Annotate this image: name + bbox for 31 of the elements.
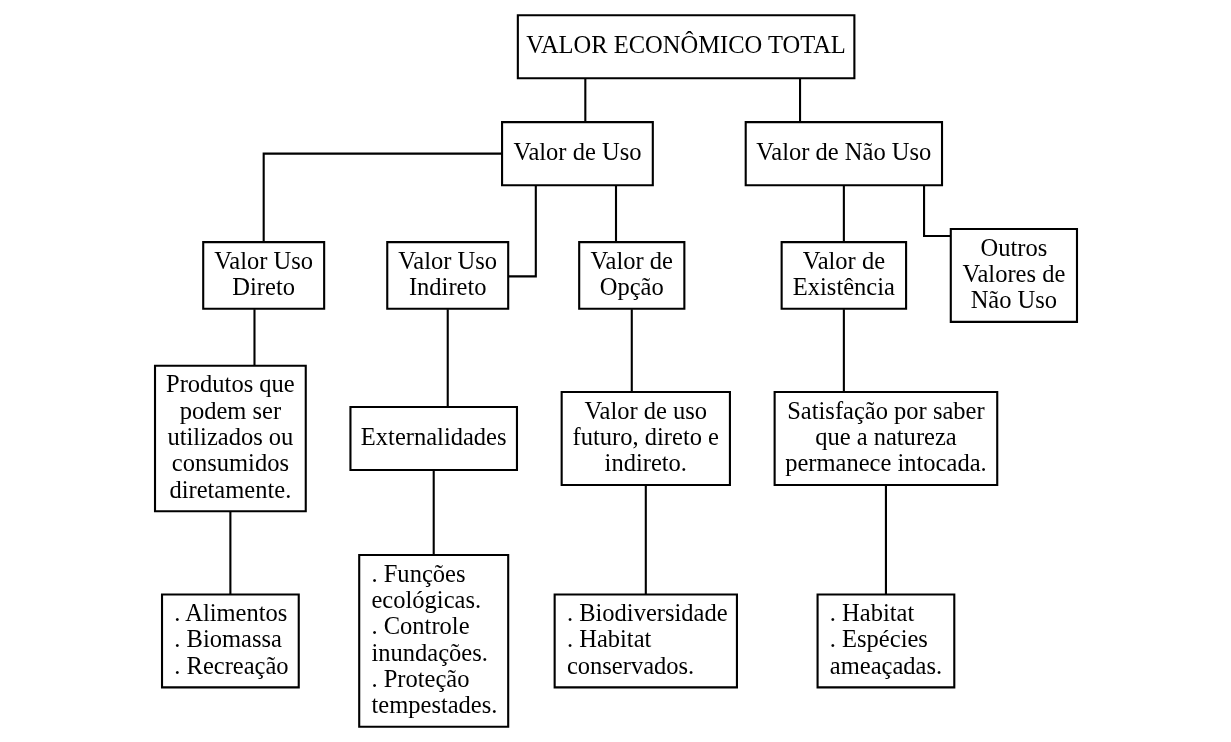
node-box: . Habitat . Espécies ameaçadas. [816, 593, 955, 689]
node-box: . Alimentos . Biomassa . Recreação [160, 593, 300, 689]
node-box: Valor de Opção [577, 241, 685, 310]
connector [922, 185, 950, 238]
node-box: Externalidades [348, 405, 518, 472]
connector [798, 78, 801, 122]
node-box: Satisfação por saber que a natureza permanece intocada. [773, 390, 998, 486]
node-box: Valor Uso Direto [201, 241, 325, 310]
connector [842, 185, 845, 242]
connector [228, 511, 231, 595]
node-box: Valor de Não Uso [744, 121, 943, 187]
connector [583, 78, 586, 122]
node-box: Produtos que podem ser utilizados ou consumidos diretamente. [153, 364, 307, 513]
connector [432, 470, 435, 555]
node-box: Valor de uso futuro, direto e indireto. [560, 390, 731, 486]
connector [630, 309, 633, 392]
node-box: Valor Uso Indireto [385, 241, 509, 310]
node-box: VALOR ECONÔMICO TOTAL [516, 14, 855, 80]
connector [614, 185, 617, 242]
connector [884, 485, 887, 595]
node-box: . Biodiversidade . Habitat conservados. [553, 593, 738, 689]
connector [252, 309, 256, 366]
connector [842, 309, 845, 392]
connector [644, 485, 647, 595]
node-box: . Funções ecológicas. . Controle inundações. . Proteção tempestades. [357, 554, 509, 728]
node-box: Valor de Existência [780, 241, 907, 310]
node-box: Outros Valores de Não Uso [949, 227, 1078, 323]
connector [262, 152, 501, 242]
connector [507, 185, 537, 278]
node-box: Valor de Uso [500, 121, 654, 187]
connector [446, 309, 449, 407]
